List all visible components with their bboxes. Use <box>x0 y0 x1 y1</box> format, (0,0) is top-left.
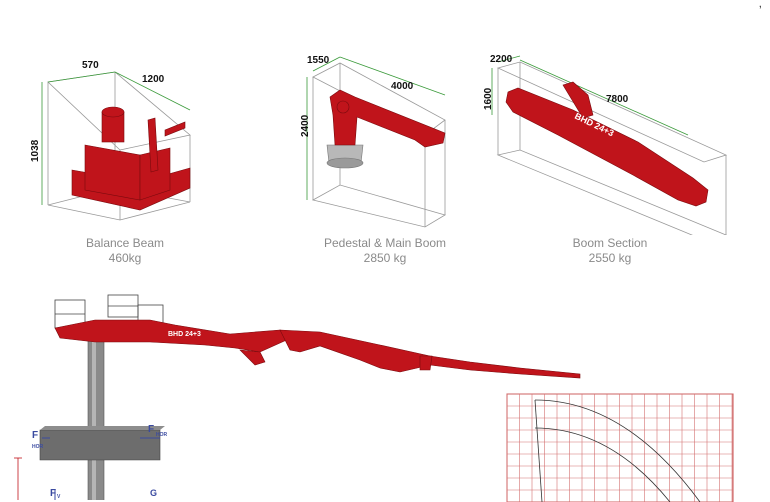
balance-beam-part <box>71 106 191 211</box>
boom-section-caption: Boom Section 2550 kg <box>540 236 680 266</box>
mast <box>87 334 105 500</box>
assembly-model-label: BHD 24+3 <box>168 331 201 338</box>
bb-width-label: 570 <box>82 60 99 71</box>
bounding-box <box>496 61 728 235</box>
boom-section-diagram: 2200 7800 1600 BHD 24+3 <box>483 54 728 235</box>
reach-curves <box>534 399 701 502</box>
pedestal-main-boom-diagram: 1550 4000 2400 <box>300 55 446 228</box>
pmb-width-label: 1550 <box>307 55 330 66</box>
balance-beam-diagram: 570 1200 1038 <box>30 60 191 221</box>
boom-section-name: Boom Section <box>572 236 648 250</box>
pmb-height-label: 2400 <box>300 114 311 137</box>
gravity-label: G <box>150 488 157 498</box>
bs-height-label: 1600 <box>483 87 494 110</box>
comma-mark-icon: , <box>758 0 762 10</box>
bb-length-label: 1200 <box>142 74 165 85</box>
force-h-label: F <box>32 430 38 441</box>
force-v-sub: V <box>57 494 61 500</box>
pedestal-main-boom-weight: 2850 kg <box>363 251 407 265</box>
bs-width-label: 2200 <box>490 54 513 65</box>
bs-length-label: 7800 <box>606 94 629 105</box>
force-v-label: F <box>50 488 56 499</box>
pmb-length-label: 4000 <box>391 81 414 92</box>
base-plate <box>39 426 165 461</box>
boom-section-weight: 2550 kg <box>588 251 632 265</box>
placing-boom-assembly: BHD 24+3 F HOR F HOR F V G <box>14 294 581 500</box>
balance-beam-caption: Balance Beam 460kg <box>60 236 190 266</box>
pedestal-main-boom-caption: Pedestal & Main Boom 2850 kg <box>295 236 475 266</box>
force-hor-label: F <box>148 424 154 435</box>
force-hor-sub: HOR <box>156 432 168 438</box>
working-range-chart <box>506 393 734 502</box>
boom-arm <box>54 319 581 379</box>
pedestal-main-boom-name: Pedestal & Main Boom <box>323 236 447 250</box>
main-boom-part <box>329 89 446 148</box>
force-h-sub: HOR <box>32 444 44 450</box>
pedestal-part <box>326 144 364 169</box>
balance-beam-name: Balance Beam <box>85 236 165 250</box>
bb-height-label: 1038 <box>30 139 41 162</box>
boom-section-part <box>505 81 709 207</box>
balance-beam-weight: 460kg <box>108 251 142 265</box>
